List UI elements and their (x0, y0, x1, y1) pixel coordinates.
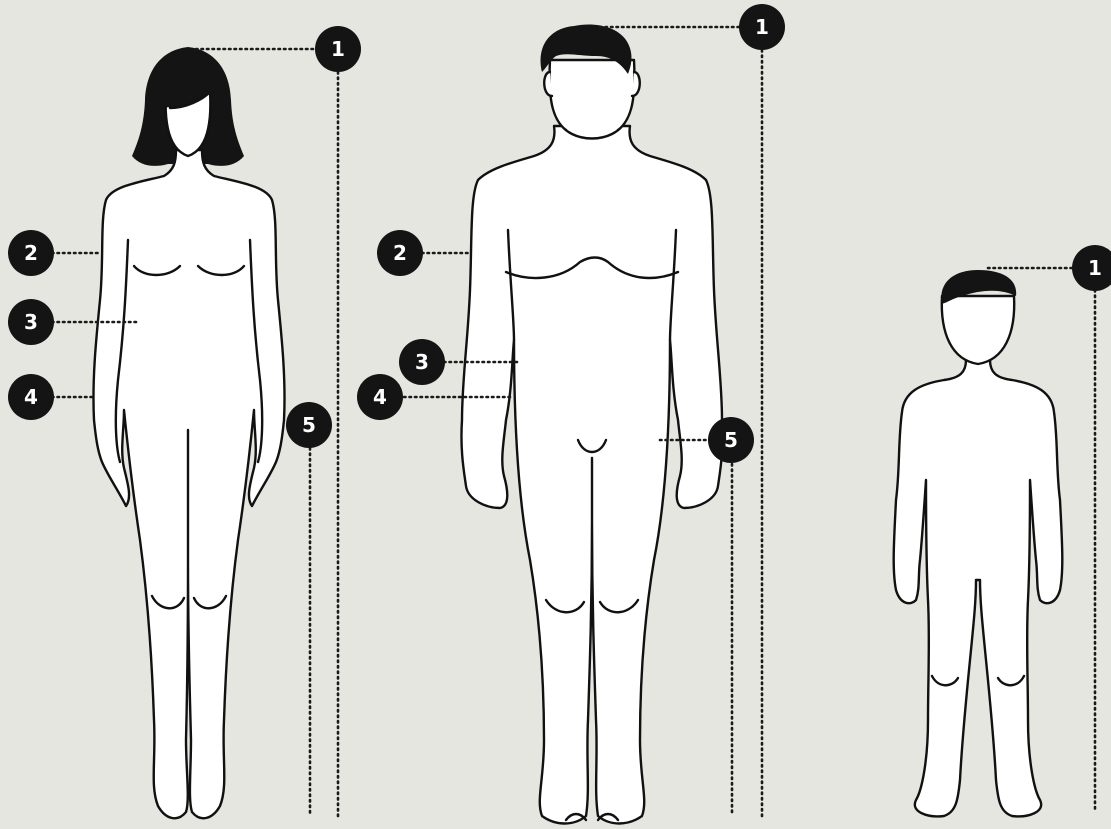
woman-marker-4-label: 4 (24, 385, 38, 409)
woman-marker-3: 3 (8, 299, 54, 345)
man-marker-3-label: 3 (415, 350, 429, 374)
child-marker-1: 1 (1072, 245, 1111, 291)
woman-marker-3-label: 3 (24, 310, 38, 334)
man-marker-2-label: 2 (393, 241, 407, 265)
man-marker-3: 3 (399, 339, 445, 385)
man-figure (461, 25, 722, 824)
child-body (894, 360, 1063, 816)
child-head (942, 296, 1014, 364)
man-body (461, 126, 722, 824)
child-marker-1-label: 1 (1088, 256, 1102, 280)
man-marker-1-label: 1 (755, 15, 769, 39)
man-marker-4-label: 4 (373, 385, 387, 409)
child-figure (894, 270, 1063, 816)
woman-marker-1-label: 1 (331, 37, 345, 61)
woman-marker-2-label: 2 (24, 241, 38, 265)
woman-marker-5: 5 (286, 402, 332, 448)
woman-body (93, 150, 284, 818)
man-marker-5: 5 (708, 417, 754, 463)
woman-figure (93, 47, 284, 818)
man-marker-2: 2 (377, 230, 423, 276)
man-head (550, 60, 635, 139)
man-marker-1: 1 (739, 4, 785, 50)
woman-marker-5-label: 5 (302, 413, 316, 437)
woman-marker-4: 4 (8, 374, 54, 420)
man-marker-4: 4 (357, 374, 403, 420)
man-marker-5-label: 5 (724, 428, 738, 452)
woman-marker-1: 1 (315, 26, 361, 72)
woman-marker-2: 2 (8, 230, 54, 276)
